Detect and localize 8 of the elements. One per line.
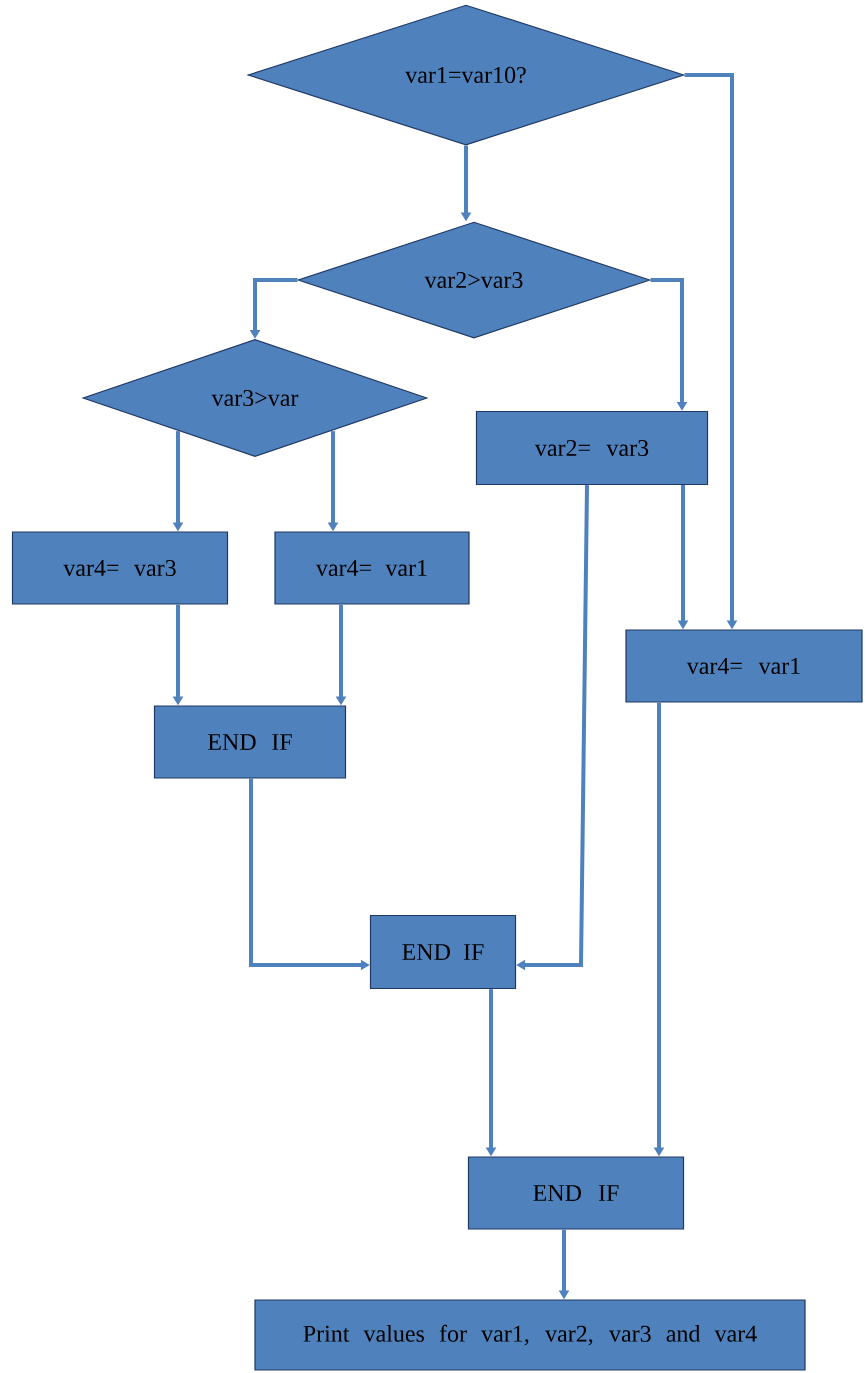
process-box: END IF — [467, 1156, 685, 1230]
process-box: Print values for var1, var2, var3 and var4 — [254, 1299, 806, 1371]
process-box: END IF — [153, 705, 347, 779]
process-box: END IF — [369, 914, 517, 990]
process-box: var4= var3 — [11, 531, 229, 605]
process-box: var4= var1 — [625, 629, 863, 703]
process-box: var4= var1 — [274, 531, 470, 605]
process-box: var2= var3 — [475, 410, 709, 486]
